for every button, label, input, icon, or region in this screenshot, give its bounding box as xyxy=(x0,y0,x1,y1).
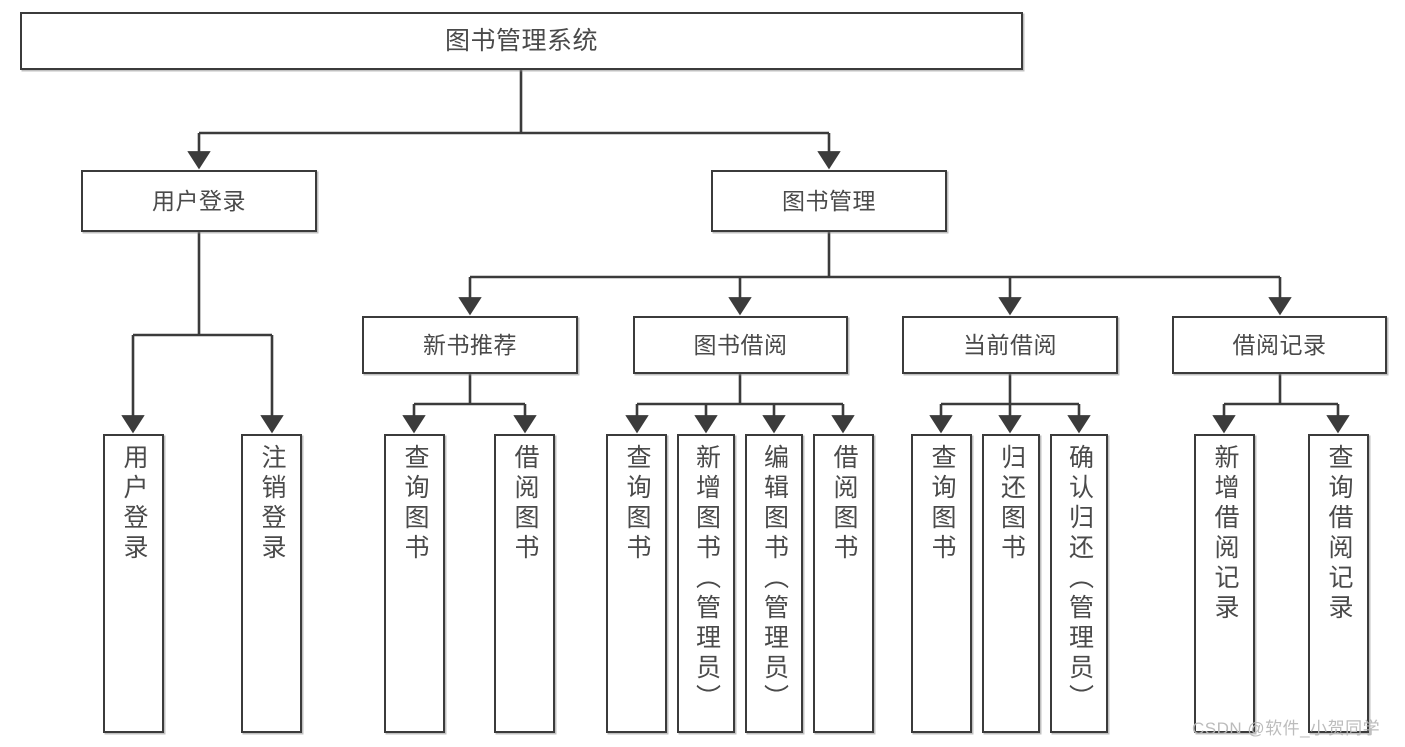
leaf-book-borrow-edit[interactable]: 编辑图书（管理员） xyxy=(745,434,803,733)
node-label: 查询图书 xyxy=(401,444,429,564)
leaf-borrow-record-query[interactable]: 查询借阅记录 xyxy=(1308,434,1369,733)
leaf-new-book-borrow[interactable]: 借阅图书 xyxy=(494,434,555,733)
node-root-book-management-system[interactable]: 图书管理系统 xyxy=(20,12,1023,70)
node-label: 当前借阅 xyxy=(963,331,1057,358)
leaf-current-borrow-return[interactable]: 归还图书 xyxy=(982,434,1040,733)
node-current-borrow[interactable]: 当前借阅 xyxy=(902,316,1118,374)
node-user-login[interactable]: 用户登录 xyxy=(81,170,317,232)
node-label: 用户登录 xyxy=(152,187,246,214)
node-label: 注销登录 xyxy=(258,444,286,564)
node-label: 查询图书 xyxy=(623,444,651,564)
node-label: 新增图书（管理员） xyxy=(692,444,721,714)
leaf-user-login-login[interactable]: 用户登录 xyxy=(103,434,164,733)
node-label: 查询图书 xyxy=(928,444,956,564)
node-label: 图书借阅 xyxy=(693,331,788,358)
leaf-user-login-logout[interactable]: 注销登录 xyxy=(241,434,302,733)
node-book-borrow[interactable]: 图书借阅 xyxy=(633,316,848,374)
node-label: 用户登录 xyxy=(120,444,148,564)
leaf-current-borrow-query[interactable]: 查询图书 xyxy=(911,434,972,733)
node-label: 新增借阅记录 xyxy=(1211,444,1239,624)
node-label: 借阅图书 xyxy=(511,444,539,564)
leaf-book-borrow-query[interactable]: 查询图书 xyxy=(606,434,667,733)
node-label: 新书推荐 xyxy=(423,331,517,358)
leaf-book-borrow-borrow[interactable]: 借阅图书 xyxy=(813,434,874,733)
node-borrow-record[interactable]: 借阅记录 xyxy=(1172,316,1387,374)
node-label: 查询借阅记录 xyxy=(1325,444,1353,624)
leaf-new-book-query[interactable]: 查询图书 xyxy=(384,434,445,733)
csdn-watermark: CSDN @软件_小贺同学 xyxy=(1192,719,1381,738)
node-label: 借阅图书 xyxy=(830,444,858,564)
node-label: 借阅记录 xyxy=(1232,331,1327,358)
node-label: 确认归还（管理员） xyxy=(1065,444,1094,714)
node-label: 归还图书 xyxy=(997,444,1026,564)
node-label: 编辑图书（管理员） xyxy=(760,444,789,714)
leaf-borrow-record-add[interactable]: 新增借阅记录 xyxy=(1194,434,1255,733)
node-new-book-recommend[interactable]: 新书推荐 xyxy=(362,316,578,374)
node-book-management[interactable]: 图书管理 xyxy=(711,170,947,232)
node-label: 图书管理系统 xyxy=(444,26,598,55)
leaf-current-borrow-confirm-return[interactable]: 确认归还（管理员） xyxy=(1050,434,1108,733)
node-label: 图书管理 xyxy=(782,187,876,214)
leaf-book-borrow-add[interactable]: 新增图书（管理员） xyxy=(677,434,735,733)
